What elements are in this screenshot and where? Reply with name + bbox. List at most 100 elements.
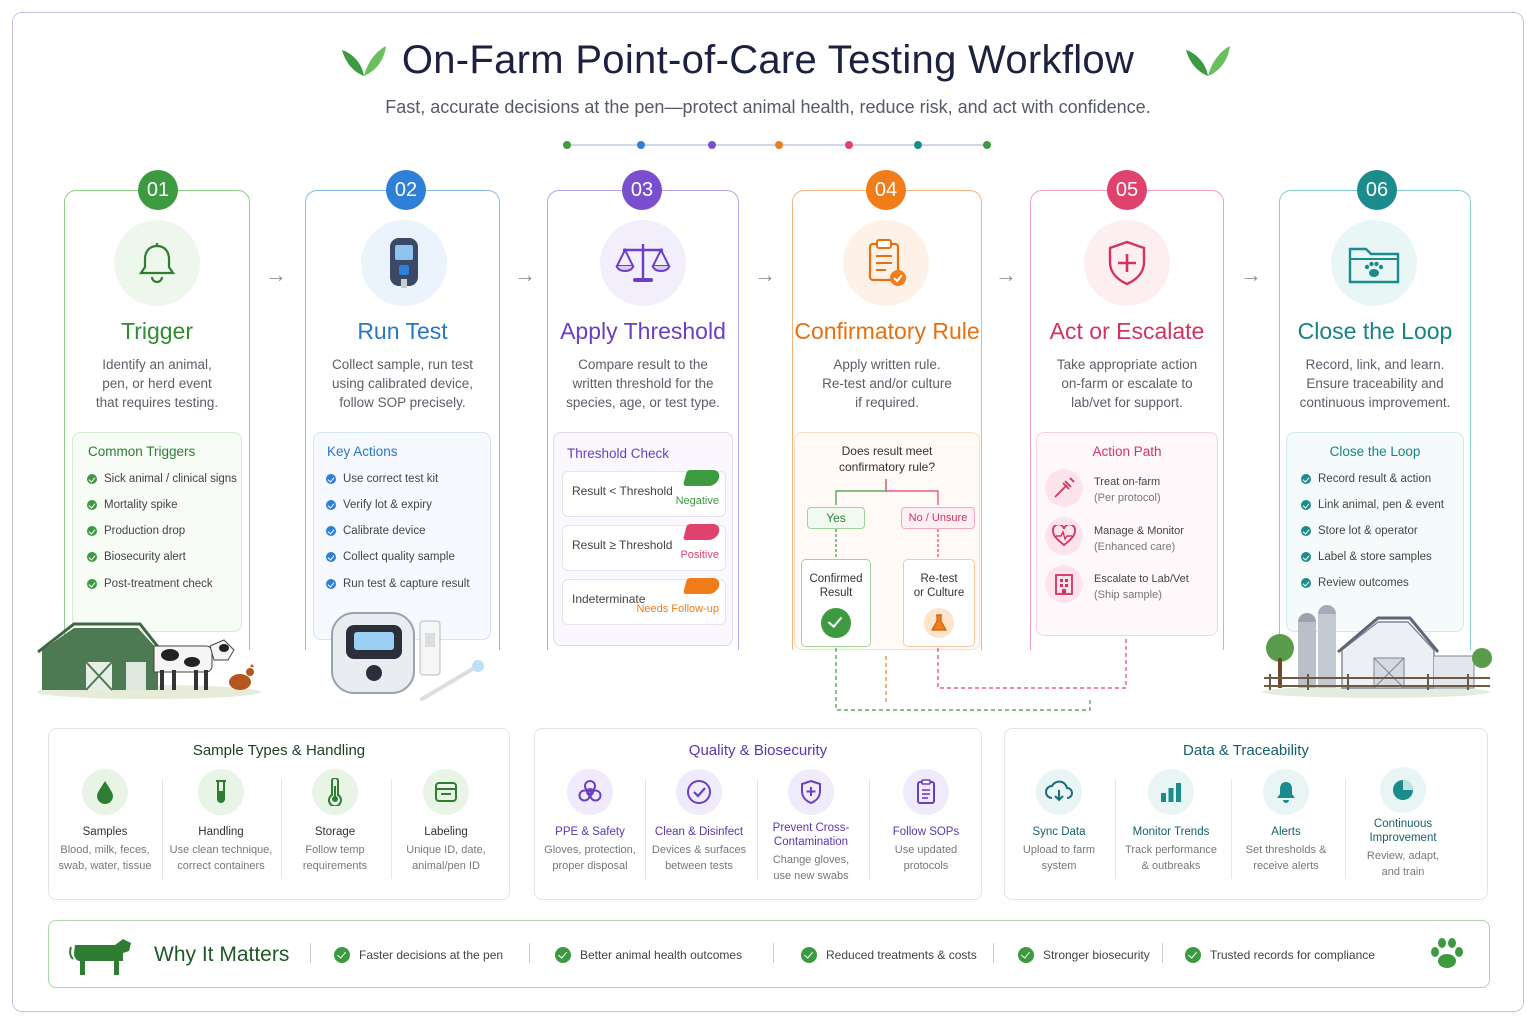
list-item: Store lot & operator <box>1301 525 1418 537</box>
cloud-sync-icon <box>1036 769 1082 815</box>
shield-plus-icon <box>1084 220 1170 306</box>
panel-title: Data & Traceability <box>1183 742 1309 759</box>
bell-icon <box>1263 769 1309 815</box>
check-circle-icon <box>821 608 851 638</box>
no-unsure-label: No / Unsure <box>901 507 975 529</box>
list-item: Post-treatment check <box>87 578 213 590</box>
step-description: Record, link, and learn.Ensure traceabil… <box>1299 357 1451 410</box>
threshold-check-box: Threshold Check Result < Threshold Negat… <box>553 432 733 646</box>
list-item: Link animal, pen & event <box>1301 499 1444 511</box>
divider <box>162 779 163 879</box>
check-circle-icon <box>676 769 722 815</box>
minus-icon <box>682 578 722 594</box>
check-icon <box>87 579 97 589</box>
check-icon <box>87 552 97 562</box>
panel-title: Quality & Biosecurity <box>688 742 828 759</box>
threshold-row-negative: Result < Threshold Negative <box>562 470 726 517</box>
panel-item-labeling: Labeling Unique ID, date,animal/pen ID <box>395 769 497 874</box>
check-icon <box>87 500 97 510</box>
step-title: Trigger <box>121 318 193 344</box>
flask-icon <box>924 608 954 638</box>
box-title: Common Triggers <box>88 444 196 459</box>
list-item: Calibrate device <box>326 525 425 537</box>
minus-icon <box>682 524 722 540</box>
step-title: Apply Threshold <box>560 318 726 344</box>
step-title: Confirmatory Rule <box>794 318 980 344</box>
panel-title: Sample Types & Handling <box>192 742 366 759</box>
divider <box>757 779 758 879</box>
building-icon <box>1045 565 1083 603</box>
step-number-badge: 06 <box>1357 170 1397 210</box>
list-item: Sick animal / clinical signs <box>87 473 237 485</box>
check-circle-icon <box>1185 947 1201 963</box>
quality-biosecurity-panel: Quality & Biosecurity PPE & Safety Glove… <box>534 728 982 900</box>
threshold-row-positive: Result ≥ Threshold Positive <box>562 524 726 571</box>
divider <box>391 779 392 879</box>
divider <box>773 943 774 963</box>
page-subtitle: Fast, accurate decisions at the pen—prot… <box>385 97 1151 117</box>
action-treat: Treat on-farm(Per protocol) <box>1094 476 1161 504</box>
action-path-box: Action Path Treat on-farm(Per protocol) … <box>1036 432 1218 636</box>
benefit-item: Faster decisions at the pen <box>334 947 503 963</box>
step-number-badge: 01 <box>138 170 178 210</box>
flow-connectors <box>835 479 939 557</box>
page-title: On-Farm Point-of-Care Testing Workflow <box>401 38 1135 82</box>
progress-dots <box>563 141 991 149</box>
biohazard-icon <box>567 769 613 815</box>
step-title: Run Test <box>357 318 448 344</box>
panel-item-handling: Handling Use clean technique,correct con… <box>167 769 275 874</box>
label-box-icon <box>423 769 469 815</box>
panel-item-alerts: Alerts Set thresholds &receive alerts <box>1235 769 1337 874</box>
scale-icon <box>600 220 686 306</box>
divider <box>1162 943 1163 963</box>
check-icon <box>1301 474 1311 484</box>
feedback-loop-lines <box>835 638 1127 711</box>
step-number-badge: 04 <box>866 170 906 210</box>
list-item: Record result & action <box>1301 473 1431 485</box>
check-icon <box>1301 578 1311 588</box>
check-circle-icon <box>334 947 350 963</box>
list-item: Use correct test kit <box>326 473 438 485</box>
divider <box>529 943 530 963</box>
bell-icon <box>114 220 200 306</box>
check-circle-icon <box>801 947 817 963</box>
common-triggers-box: Common Triggers Sick animal / clinical s… <box>72 432 242 632</box>
pie-chart-icon <box>1380 767 1426 813</box>
close-loop-box: Close the Loop Record result & action Li… <box>1286 432 1464 632</box>
test-kit-illustration <box>331 612 484 701</box>
test-tube-icon <box>198 769 244 815</box>
panel-item-samples: Samples Blood, milk, feces,swab, water, … <box>53 769 157 874</box>
farm-silo-illustration <box>1262 605 1492 698</box>
cow-icon <box>69 939 131 975</box>
list-item: Collect quality sample <box>326 551 455 563</box>
list-item: Label & store samples <box>1301 551 1432 563</box>
divider <box>1345 779 1346 879</box>
check-icon <box>326 474 336 484</box>
check-icon <box>1301 526 1311 536</box>
benefit-item: Reduced treatments & costs <box>801 947 977 963</box>
barn-animals-illustration <box>37 622 261 699</box>
step-number-badge: 05 <box>1107 170 1147 210</box>
folder-paw-icon <box>1331 220 1417 306</box>
divider <box>993 943 994 963</box>
check-icon <box>326 526 336 536</box>
benefit-item: Better animal health outcomes <box>555 947 742 963</box>
data-traceability-panel: Data & Traceability Sync Data Upload to … <box>1004 728 1488 900</box>
box-title: Key Actions <box>327 444 398 459</box>
check-icon <box>1301 500 1311 510</box>
action-escalate: Escalate to Lab/Vet(Ship sample) <box>1094 573 1189 601</box>
paw-icon <box>1431 938 1463 968</box>
check-icon <box>87 474 97 484</box>
check-icon <box>326 552 336 562</box>
panel-item-cross-contamination: Prevent Cross-Contamination Change glove… <box>759 769 863 884</box>
list-item: Verify lot & expiry <box>326 499 432 511</box>
key-actions-box: Key Actions Use correct test kit Verify … <box>313 432 491 640</box>
